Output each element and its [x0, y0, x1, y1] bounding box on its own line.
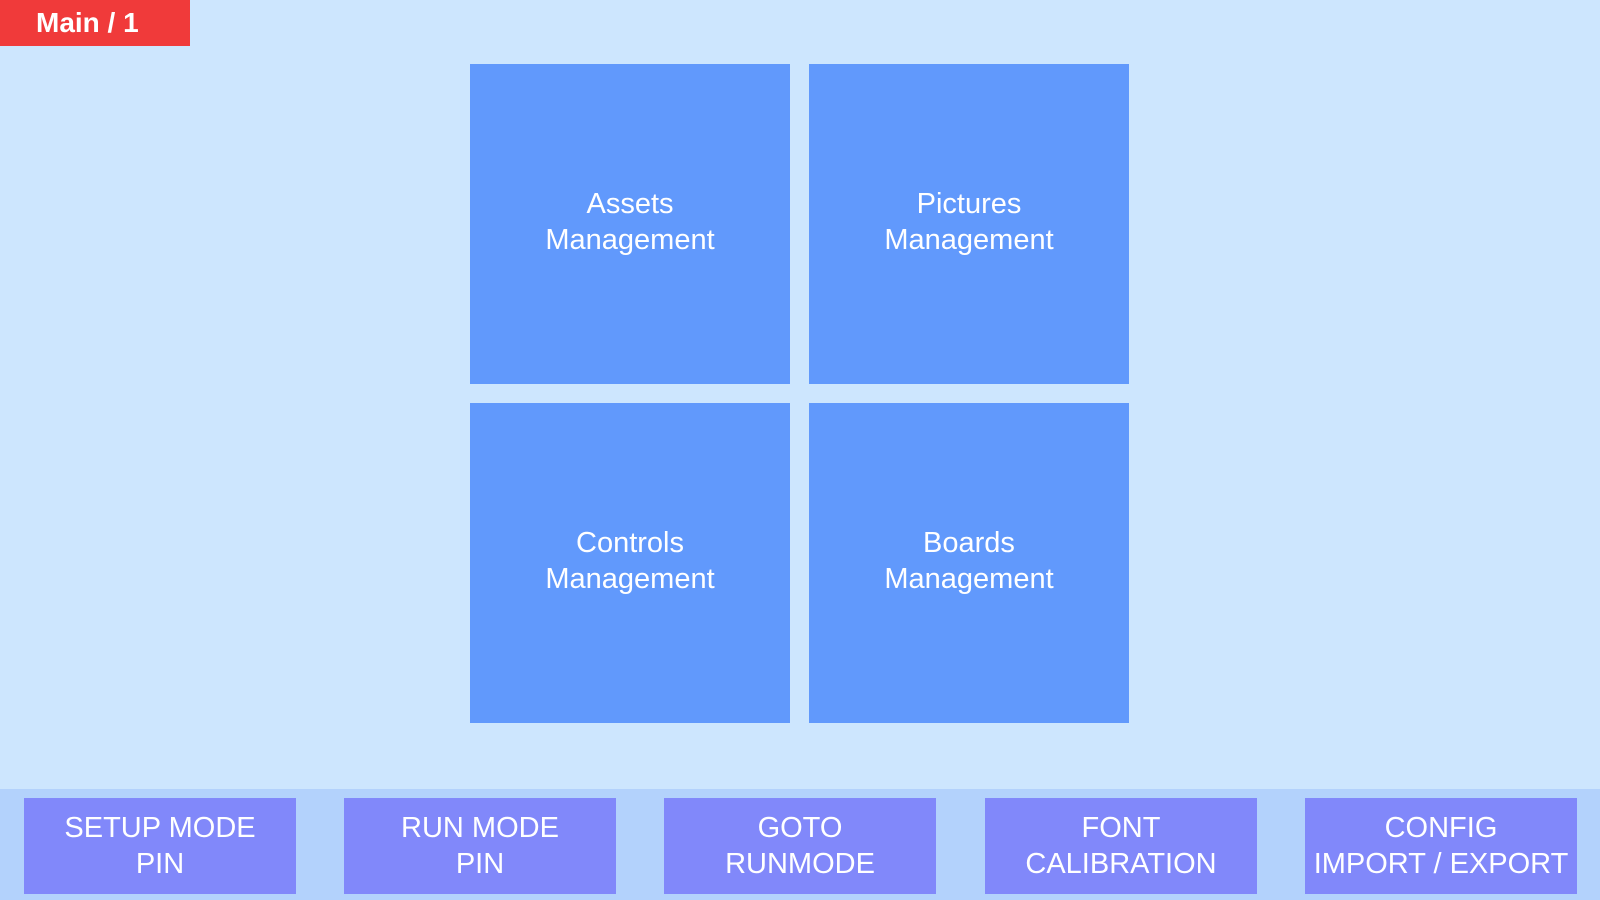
page-indicator-label: Main / 1	[36, 7, 139, 38]
button-label-line1: CONFIG	[1384, 812, 1498, 844]
tile-label-line2: Management	[545, 563, 715, 595]
page-indicator-badge: Main / 1	[0, 0, 190, 46]
button-label-line1: GOTO	[757, 812, 843, 844]
tile-label-line1: Pictures	[916, 188, 1022, 220]
tile-label-line1: Controls	[576, 527, 684, 559]
run-mode-pin-button[interactable]: RUN MODE PIN	[344, 798, 616, 894]
boards-management-tile[interactable]: Boards Management	[809, 403, 1129, 723]
controls-management-tile[interactable]: Controls Management	[470, 403, 790, 723]
button-label-line1: RUN MODE	[401, 812, 559, 844]
button-label-line1: SETUP MODE	[64, 812, 256, 844]
tile-label-line2: Management	[884, 224, 1054, 256]
goto-runmode-button[interactable]: GOTO RUNMODE	[664, 798, 936, 894]
tile-label-line1: Boards	[923, 527, 1015, 559]
tile-label-line2: Management	[545, 224, 715, 256]
assets-management-tile[interactable]: Assets Management	[470, 64, 790, 384]
button-label-line2: PIN	[455, 848, 505, 880]
button-label-line2: IMPORT / EXPORT	[1313, 848, 1569, 880]
setup-mode-pin-button[interactable]: SETUP MODE PIN	[24, 798, 296, 894]
config-import-export-button[interactable]: CONFIG IMPORT / EXPORT	[1305, 798, 1577, 894]
button-label-line2: RUNMODE	[725, 848, 875, 880]
tile-label-line1: Assets	[586, 188, 674, 220]
button-label-line2: CALIBRATION	[1025, 848, 1217, 880]
font-calibration-button[interactable]: FONT CALIBRATION	[985, 798, 1257, 894]
button-label-line2: PIN	[135, 848, 185, 880]
button-label-line1: FONT	[1081, 812, 1161, 844]
bottom-toolbar: SETUP MODE PIN RUN MODE PIN GOTO RUNMODE…	[0, 789, 1600, 900]
tile-label-line2: Management	[884, 563, 1054, 595]
pictures-management-tile[interactable]: Pictures Management	[809, 64, 1129, 384]
